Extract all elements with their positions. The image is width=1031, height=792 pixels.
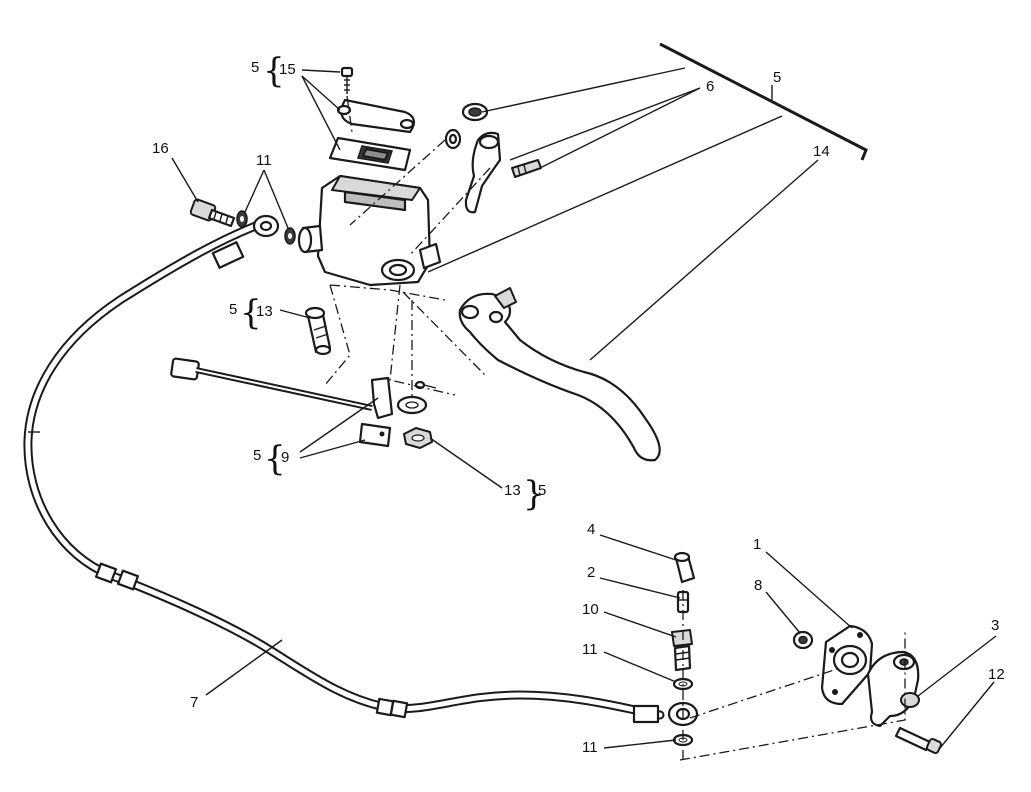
sealing-washer-left [236, 210, 248, 228]
handlebar-clamp [444, 102, 542, 214]
callout-5-13a: 5 [229, 301, 237, 318]
banjo-fitting-upper [252, 214, 280, 238]
callout-5-9: 5 [253, 447, 261, 464]
callout-11-b: 11 [582, 739, 598, 756]
callout-2: 2 [587, 564, 595, 581]
cover-screw [340, 66, 354, 94]
banjo-bolt [189, 198, 236, 228]
slave-bolt [894, 726, 942, 754]
reservoir-cover [336, 98, 416, 134]
slave-seal [792, 630, 814, 650]
pivot-nut [403, 427, 433, 449]
callout-9: 9 [281, 449, 289, 466]
brace-9: { [264, 439, 286, 479]
callout-12: 12 [988, 666, 1005, 683]
callout-15: 15 [279, 61, 296, 78]
brace-13b: } [523, 474, 545, 514]
master-cylinder-body [297, 174, 442, 287]
brace-13a: { [240, 293, 262, 333]
callout-5-15: 5 [251, 59, 259, 76]
union-bolt [671, 629, 693, 672]
callout-13a: 13 [256, 303, 273, 320]
pivot-bolt [304, 306, 332, 356]
callout-5-bracket: 5 [773, 69, 781, 86]
callout-8: 8 [754, 577, 762, 594]
callout-6: 6 [706, 78, 714, 95]
leader-lines [171, 42, 997, 749]
slave-cylinder-body [866, 650, 920, 728]
clutch-switch [170, 357, 394, 448]
callout-10: 10 [582, 601, 599, 618]
pivot-washer [396, 395, 428, 415]
slave-piston-housing [820, 624, 874, 706]
brace-15: { [263, 51, 285, 91]
callout-4: 4 [587, 521, 595, 538]
callout-14: 14 [813, 143, 830, 160]
callout-7: 7 [190, 694, 198, 711]
sealing-washer-right [284, 227, 296, 245]
clutch-hose [23, 220, 665, 724]
callout-11-a: 11 [582, 641, 598, 658]
clutch-lever [458, 287, 661, 462]
callout-labels: 5 6 14 5 { 15 16 11 5 { 13 5 { 9 13 } 5 … [152, 51, 1005, 756]
reservoir-diaphragm [328, 136, 412, 172]
bleed-cap [673, 551, 696, 584]
assembly-center-lines [324, 95, 906, 761]
callout-1: 1 [753, 536, 761, 553]
callout-13b: 13 [504, 482, 521, 499]
callout-11-top: 11 [256, 152, 272, 169]
callout-5-13b: 5 [538, 482, 546, 499]
callout-3: 3 [991, 617, 999, 634]
callout-16: 16 [152, 140, 169, 157]
